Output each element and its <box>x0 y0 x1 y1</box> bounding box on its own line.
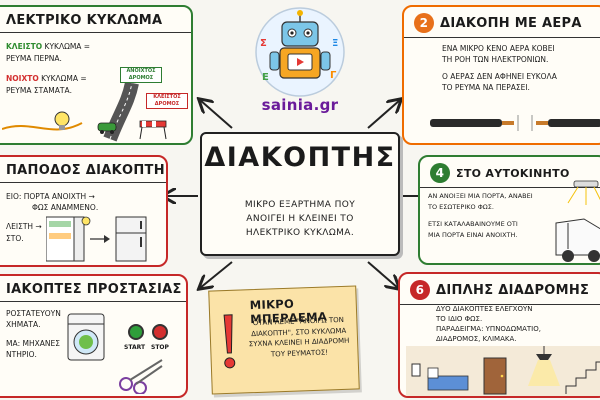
sign-closed-road: ΚΛΕΙΣΤΟΣ ΔΡΟΜΟΣ <box>146 93 188 109</box>
robot-logo-icon: Σ Ξ Ε Γ <box>255 7 345 97</box>
card3-line: ΦΩΣ ΑΝΑΜΜΕΝΟ. <box>32 203 99 212</box>
card6-title: ΔΙΠΛΗΣ ΔΙΑΔΡΟΜΗΣ <box>436 282 590 298</box>
car-icon <box>97 122 117 134</box>
card-in-car: 4 ΣΤΟ ΑΥΤΟΚΙΝΗΤΟ ΑΝ ΑΝΟΙΞΕΙ ΜΙΑ ΠΟΡΤΑ, Α… <box>418 155 600 265</box>
arrow-to-card6 <box>367 261 398 288</box>
circuit-road-illustration <box>2 71 167 142</box>
exclamation-icon <box>223 314 236 369</box>
van-icon <box>555 218 600 262</box>
scissors-icon <box>119 359 163 394</box>
card1-open-line: ΝΟΙΧΤΟ ΚΥΚΛΩΜΑ = <box>6 73 87 84</box>
car-door-illustration <box>555 180 600 262</box>
card4-number: 4 <box>430 163 450 183</box>
card5-text: ΡΟΣΤΑΤΕΥΟΥΝ ΧΗΜΑΤΑ. ΜΑ: ΜΗΧΑΝΕΣ ΝΤΗΡΙΟ. <box>6 308 61 360</box>
closed-word: ΚΛΕΙΣΤΟ <box>6 42 43 51</box>
card3-line: ΛΕΙΣΤΗ → <box>6 222 42 231</box>
bed-icon <box>427 367 469 391</box>
bulb-icon <box>54 111 70 130</box>
door-icon <box>483 357 507 395</box>
card5-line: ΜΑ: ΜΗΧΑΝΕΣ <box>6 339 60 348</box>
central-sub-line: ΑΝΟΙΓΕΙ Η ΚΛΕΙΝΕΙ ΤΟ <box>246 214 354 224</box>
card5-line: ΧΗΜΑΤΑ. <box>6 320 41 329</box>
card6-number: 6 <box>410 280 430 300</box>
card5-line: ΝΤΗΡΙΟ. <box>6 350 37 359</box>
card2-line: ΕΝΑ ΜΙΚΡΟ ΚΕΝΟ ΑΕΡΑ ΚΟΒΕΙ <box>442 44 555 53</box>
fridge-illustration <box>46 216 147 262</box>
sign-open-road: ΑΝΟΙΧΤΟΣ ΔΡΟΜΟΣ <box>120 67 162 83</box>
bulb-on-icon <box>81 216 91 226</box>
card1-closed-line2: ΡΕΥΜΑ ΠΕΡΝΑ. <box>6 54 62 63</box>
card3-line: ΕΙΟ: ΠΟΡΤΑ ΑΝΟΙΧΤΗ → <box>6 192 95 201</box>
fridge-closed-icon <box>115 216 147 262</box>
barrier-icon <box>139 120 167 140</box>
stairs-icon <box>565 361 600 394</box>
start-label: START <box>124 344 146 351</box>
logo-text: sainia.gr <box>261 96 339 114</box>
stop-label: STOP <box>151 344 169 351</box>
card2-line: Ο ΑΕΡΑΣ ΔΕΝ ΑΦΗΝΕΙ ΕΥΚΟΛΑ <box>442 72 557 81</box>
card3-title: ΠΑΠΟΔΟΣ ΔΙΑΚΟΠΤΗΣ <box>0 157 166 183</box>
card-protection-switches: ΙΑΚΟΠΤΕΣ ΠΡΟΣΤΑΣΙΑΣ ΡΟΣΤΑΤΕΥΟΥΝ ΧΗΜΑΤΑ. … <box>0 274 188 398</box>
dome-light-icon <box>567 180 600 205</box>
card-air-gap: 2 ΔΙΑΚΟΠΗ ΜΕ ΑΕΡΑ ΕΝΑ ΜΙΚΡΟ ΚΕΝΟ ΑΕΡΑ ΚΟ… <box>402 5 600 145</box>
card-automatic-switch: ΠΑΠΟΔΟΣ ΔΙΑΚΟΠΤΗΣ ΕΙΟ: ΠΟΡΤΑ ΑΝΟΙΧΤΗ → Φ… <box>0 155 168 267</box>
svg-text:Σ: Σ <box>260 38 267 49</box>
logo: Σ Ξ Ε Γ <box>246 6 354 116</box>
card6-line: ΔΙΑΔΡΟΜΟΣ, ΚΛΙΜΑΚΑ. <box>436 335 517 343</box>
card1-closed-line: ΚΛΕΙΣΤΟ ΚΥΚΛΩΜΑ = <box>6 41 90 52</box>
card6-line: ΔΥΟ ΔΙΑΚΟΠΤΕΣ ΕΛΕΓΧΟΥΝ <box>436 305 533 313</box>
card5-title: ΙΑΚΟΠΤΕΣ ΠΡΟΣΤΑΣΙΑΣ <box>0 276 186 302</box>
open-word: ΝΟΙΧΤΟ <box>6 74 39 83</box>
card6-header: 6 ΔΙΠΛΗΣ ΔΙΑΔΡΟΜΗΣ <box>400 274 600 305</box>
tip-sticky-note: ΜΙΚΡΟ ΜΠΕΡΔΕΜΑ ΟΤΑΝ ΛΕΜΕ "ΑΝΟΙΓΩ ΤΟΝ ΔΙΑ… <box>208 285 360 395</box>
light-switch-icon <box>411 363 421 377</box>
card3-line: ΣΤΟ. <box>6 234 24 243</box>
hallway-illustration <box>406 346 600 396</box>
central-sub-line: ΜΙΚΡΟ ΕΞΑΡΤΗΜΑ ΠΟΥ <box>244 200 356 210</box>
card1-title: ΛΕΚΤΡΙΚΟ ΚΥΚΛΩΜΑ <box>0 7 191 33</box>
card5-line: ΡΟΣΤΑΤΕΥΟΥΝ <box>6 309 61 318</box>
card4-line: ΜΙΑ ΠΟΡΤΑ ΕΙΝΑΙ ΑΝΟΙΧΤΗ. <box>428 231 518 239</box>
card4-line: ΕΤΣΙ ΚΑΤΑΛΑΒΑΙΝΟΥΜΕ ΟΤΙ <box>428 220 518 228</box>
card2-text: ΕΝΑ ΜΙΚΡΟ ΚΕΝΟ ΑΕΡΑ ΚΟΒΕΙ ΤΗ ΡΟΗ ΤΩΝ ΗΛΕ… <box>442 43 557 93</box>
arrow-to-card2 <box>367 100 400 129</box>
washing-machine-icon <box>67 313 105 361</box>
stop-button-icon <box>152 324 168 340</box>
open-rest: ΚΥΚΛΩΜΑ = <box>38 74 87 83</box>
wire-gap-illustration <box>430 115 600 131</box>
arrow-to-card5 <box>200 261 233 288</box>
closed-rest: ΚΥΚΛΩΜΑ = <box>42 42 91 51</box>
card6-text: ΔΥΟ ΔΙΑΚΟΠΤΕΣ ΕΛΕΓΧΟΥΝ ΤΟ ΙΔΙΟ ΦΩΣ. ΠΑΡΑ… <box>436 304 541 344</box>
central-sub-line: ΗΛΕΚΤΡΙΚΟ ΚΥΚΛΩΜΑ. <box>245 228 355 238</box>
card2-header: 2 ΔΙΑΚΟΠΗ ΜΕ ΑΕΡΑ <box>404 7 600 38</box>
card2-number: 2 <box>414 13 434 33</box>
card4-text: ΑΝ ΑΝΟΙΞΕΙ ΜΙΑ ΠΟΡΤΑ, ΑΝΑΒΕΙ ΤΟ ΕΣΩΤΕΡΙΚ… <box>428 191 533 241</box>
card6-line: ΠΑΡΑΔΕΙΓΜΑ: ΥΠΝΟΔΩΜΑΤΙΟ, <box>436 325 541 333</box>
central-title: ΔΙΑΚΟΠΤΗΣ <box>204 142 396 173</box>
central-subtitle: ΜΙΚΡΟ ΕΞΑΡΤΗΜΑ ΠΟΥ ΑΝΟΙΓΕΙ Η ΚΛΕΙΝΕΙ ΤΟ … <box>202 198 398 240</box>
ceiling-lamp-icon <box>528 346 560 386</box>
central-topic-box: ΔΙΑΚΟΠΤΗΣ ΜΙΚΡΟ ΕΞΑΡΤΗΜΑ ΠΟΥ ΑΝΟΙΓΕΙ Η Κ… <box>200 132 400 256</box>
card2-line: ΤΟ ΡΕΥΜΑ ΝΑ ΠΕΡΑΣΕΙ. <box>442 83 530 92</box>
svg-text:Γ: Γ <box>330 70 337 81</box>
card4-line: ΑΝ ΑΝΟΙΞΕΙ ΜΙΑ ΠΟΡΤΑ, ΑΝΑΒΕΙ <box>428 192 533 200</box>
card2-line: ΤΗ ΡΟΗ ΤΩΝ ΗΛΕΚΤΡΟΝΙΩΝ. <box>442 55 549 64</box>
fridge-open-icon <box>46 216 85 262</box>
arrow-to-card1 <box>200 100 233 129</box>
svg-text:Ξ: Ξ <box>332 38 338 49</box>
card4-header: 4 ΣΤΟ ΑΥΤΟΚΙΝΗΤΟ <box>420 157 600 188</box>
card1-open-line2: ΡΕΥΜΑ ΣΤΑΜΑΤΑ. <box>6 86 72 95</box>
note-body: ΟΤΑΝ ΛΕΜΕ "ΑΝΟΙΓΩ ΤΟΝ ΔΙΑΚΟΠΤΗ", ΣΤΟ ΚΥΚ… <box>248 315 350 358</box>
start-button-icon <box>128 324 144 340</box>
card5-line <box>6 330 61 338</box>
card-two-way-switch: 6 ΔΙΠΛΗΣ ΔΙΑΔΡΟΜΗΣ ΔΥΟ ΔΙΑΚΟΠΤΕΣ ΕΛΕΓΧΟΥ… <box>398 272 600 398</box>
card2-title: ΔΙΑΚΟΠΗ ΜΕ ΑΕΡΑ <box>440 15 582 31</box>
card-electric-circuit: ΛΕΚΤΡΙΚΟ ΚΥΚΛΩΜΑ ΚΛΕΙΣΤΟ ΚΥΚΛΩΜΑ = ΡΕΥΜΑ… <box>0 5 193 145</box>
svg-text:Ε: Ε <box>262 72 269 83</box>
card4-title: ΣΤΟ ΑΥΤΟΚΙΝΗΤΟ <box>456 166 570 180</box>
card4-line: ΤΟ ΕΣΩΤΕΡΙΚΟ ΦΩΣ. <box>428 203 494 211</box>
card6-line: ΤΟ ΙΔΙΟ ΦΩΣ. <box>436 315 483 323</box>
